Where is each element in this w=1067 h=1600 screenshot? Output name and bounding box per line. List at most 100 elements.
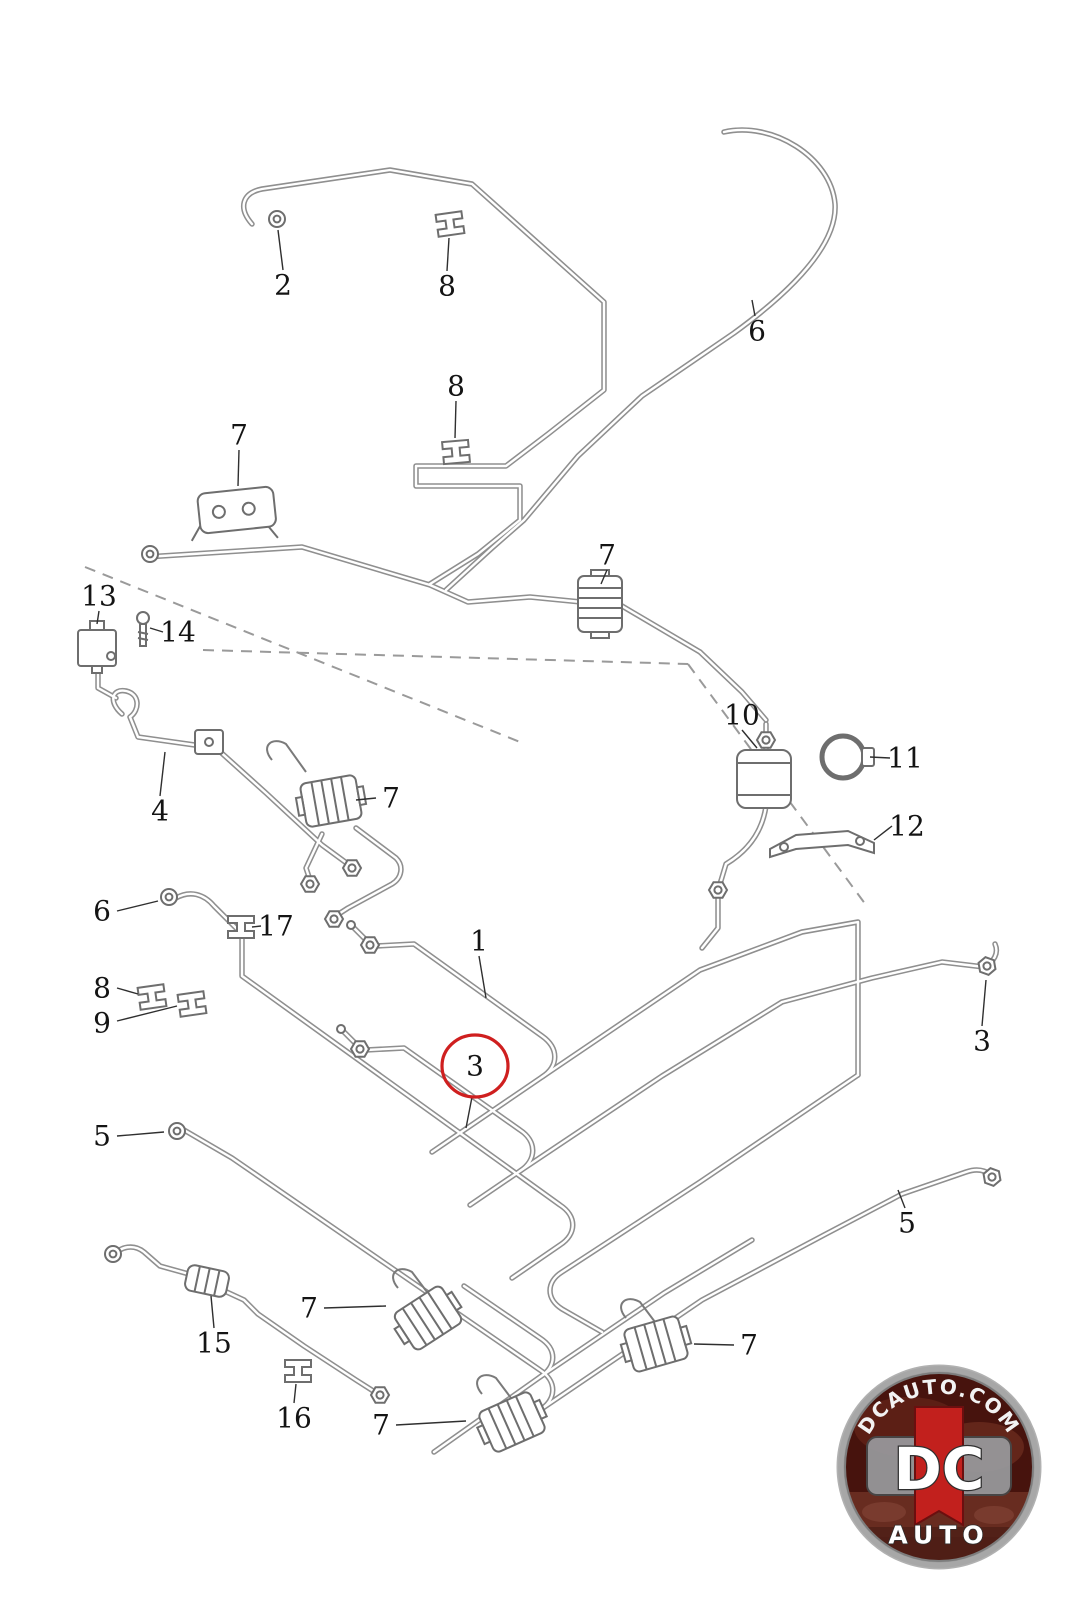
callout-leader: [395, 1420, 467, 1426]
callout-leader: [981, 979, 987, 1027]
fuel-lines-core: [96, 128, 998, 1454]
clip-strap: [392, 1268, 431, 1297]
callout-label[interactable]: 7: [230, 419, 248, 452]
callout-label[interactable]: 3: [973, 1025, 991, 1058]
callout-label[interactable]: 15: [196, 1327, 232, 1360]
line-bracket: [185, 485, 279, 548]
fuel-filter: [736, 749, 792, 809]
callout-label[interactable]: 10: [724, 699, 760, 732]
callout-label[interactable]: 12: [889, 810, 925, 843]
callout-13[interactable]: 13: [81, 580, 117, 625]
callout-label[interactable]: 8: [93, 972, 111, 1005]
clip-strap: [476, 1374, 515, 1403]
callout-label[interactable]: 8: [447, 370, 465, 403]
line-clip-block: [386, 1280, 470, 1356]
callout-leader: [159, 751, 166, 797]
callout-leader: [323, 1305, 387, 1309]
callout-label[interactable]: 5: [898, 1207, 916, 1240]
callout-6[interactable]: 6: [93, 895, 159, 928]
callout-label[interactable]: 2: [274, 269, 292, 302]
callout-leader: [293, 1383, 297, 1404]
dashed-reference-line: [84, 566, 521, 743]
callout-label[interactable]: 6: [748, 315, 766, 348]
reference-dashed-lines: [84, 566, 867, 906]
callout-label[interactable]: 14: [160, 616, 196, 649]
badge-ribbon: [914, 1406, 964, 1527]
callout-3[interactable]: 3: [440, 1033, 510, 1129]
callout-label[interactable]: 7: [372, 1409, 390, 1442]
union-nut: [342, 859, 362, 877]
banjo-fitting: [268, 210, 286, 228]
callout-label[interactable]: 9: [93, 1007, 111, 1040]
callout-leader: [465, 1096, 473, 1129]
banjo-fitting: [141, 545, 159, 563]
callout-5[interactable]: 5: [93, 1120, 165, 1153]
callout-leader: [116, 900, 159, 912]
callout-label[interactable]: 16: [276, 1402, 312, 1435]
callout-label[interactable]: 5: [93, 1120, 111, 1153]
callout-14[interactable]: 14: [149, 616, 196, 649]
callout-11[interactable]: 11: [869, 742, 923, 775]
callout-label[interactable]: 6: [93, 895, 111, 928]
callout-label[interactable]: 3: [466, 1050, 484, 1083]
callout-label[interactable]: 4: [151, 795, 169, 828]
callout-4[interactable]: 4: [151, 751, 169, 828]
callout-8[interactable]: 8: [438, 237, 456, 303]
callout-10[interactable]: 10: [724, 699, 760, 749]
callout-leader: [251, 925, 262, 928]
callout-12[interactable]: 12: [873, 810, 925, 843]
callout-label[interactable]: 7: [740, 1329, 758, 1362]
callout-7[interactable]: 7: [598, 539, 616, 585]
callout-leader: [693, 1343, 735, 1346]
callout-15[interactable]: 15: [196, 1295, 232, 1360]
callout-7[interactable]: 7: [372, 1409, 467, 1442]
callout-7[interactable]: 7: [230, 419, 248, 487]
callout-16[interactable]: 16: [276, 1383, 312, 1435]
banjo-fitting: [104, 1245, 122, 1263]
callout-label[interactable]: 1: [470, 925, 488, 958]
callout-17[interactable]: 17: [251, 910, 294, 943]
callout-label[interactable]: 13: [81, 580, 117, 613]
callout-label[interactable]: 7: [300, 1292, 318, 1325]
pipe-clip-icon: [284, 1359, 312, 1383]
hose-bracket: [194, 729, 224, 755]
callout-label[interactable]: 17: [258, 910, 294, 943]
hose-clamp: [822, 736, 874, 778]
pipe-clip-icon: [434, 210, 466, 238]
callout-7[interactable]: 7: [355, 782, 400, 815]
flare-end: [346, 920, 356, 930]
pipe-clip-icon: [176, 990, 208, 1018]
union-nut: [300, 875, 320, 893]
callout-label[interactable]: 7: [382, 782, 400, 815]
dcauto-logo-badge: DCAUTO.COM DC AUTO: [836, 1364, 1042, 1570]
callout-9[interactable]: 9: [93, 1005, 178, 1040]
selected-part-highlight: [440, 1033, 510, 1099]
callout-5[interactable]: 5: [897, 1189, 916, 1240]
callout-3[interactable]: 3: [973, 979, 991, 1058]
callout-leader: [478, 955, 487, 999]
callout-8[interactable]: 8: [447, 370, 465, 439]
callout-leader: [454, 400, 457, 439]
callout-2[interactable]: 2: [274, 229, 292, 302]
callout-7[interactable]: 7: [300, 1292, 387, 1325]
callout-1[interactable]: 1: [470, 925, 488, 999]
callout-label[interactable]: 7: [598, 539, 616, 572]
callout-label[interactable]: 11: [887, 742, 923, 775]
callout-leader: [751, 299, 756, 317]
callout-8[interactable]: 8: [93, 972, 139, 1005]
filter-bracket: [769, 830, 875, 858]
components: [77, 210, 1005, 1457]
callout-leader: [869, 756, 891, 759]
callout-6[interactable]: 6: [748, 299, 766, 348]
clip-strap: [266, 740, 307, 773]
callout-leader: [873, 825, 893, 841]
union-nut: [324, 910, 344, 928]
banjo-fitting: [160, 888, 178, 906]
callout-label[interactable]: 8: [438, 270, 456, 303]
callout-leader: [116, 1131, 165, 1137]
callout-leader: [96, 610, 100, 625]
callout-leader: [116, 1005, 178, 1022]
callout-7[interactable]: 7: [693, 1329, 758, 1362]
